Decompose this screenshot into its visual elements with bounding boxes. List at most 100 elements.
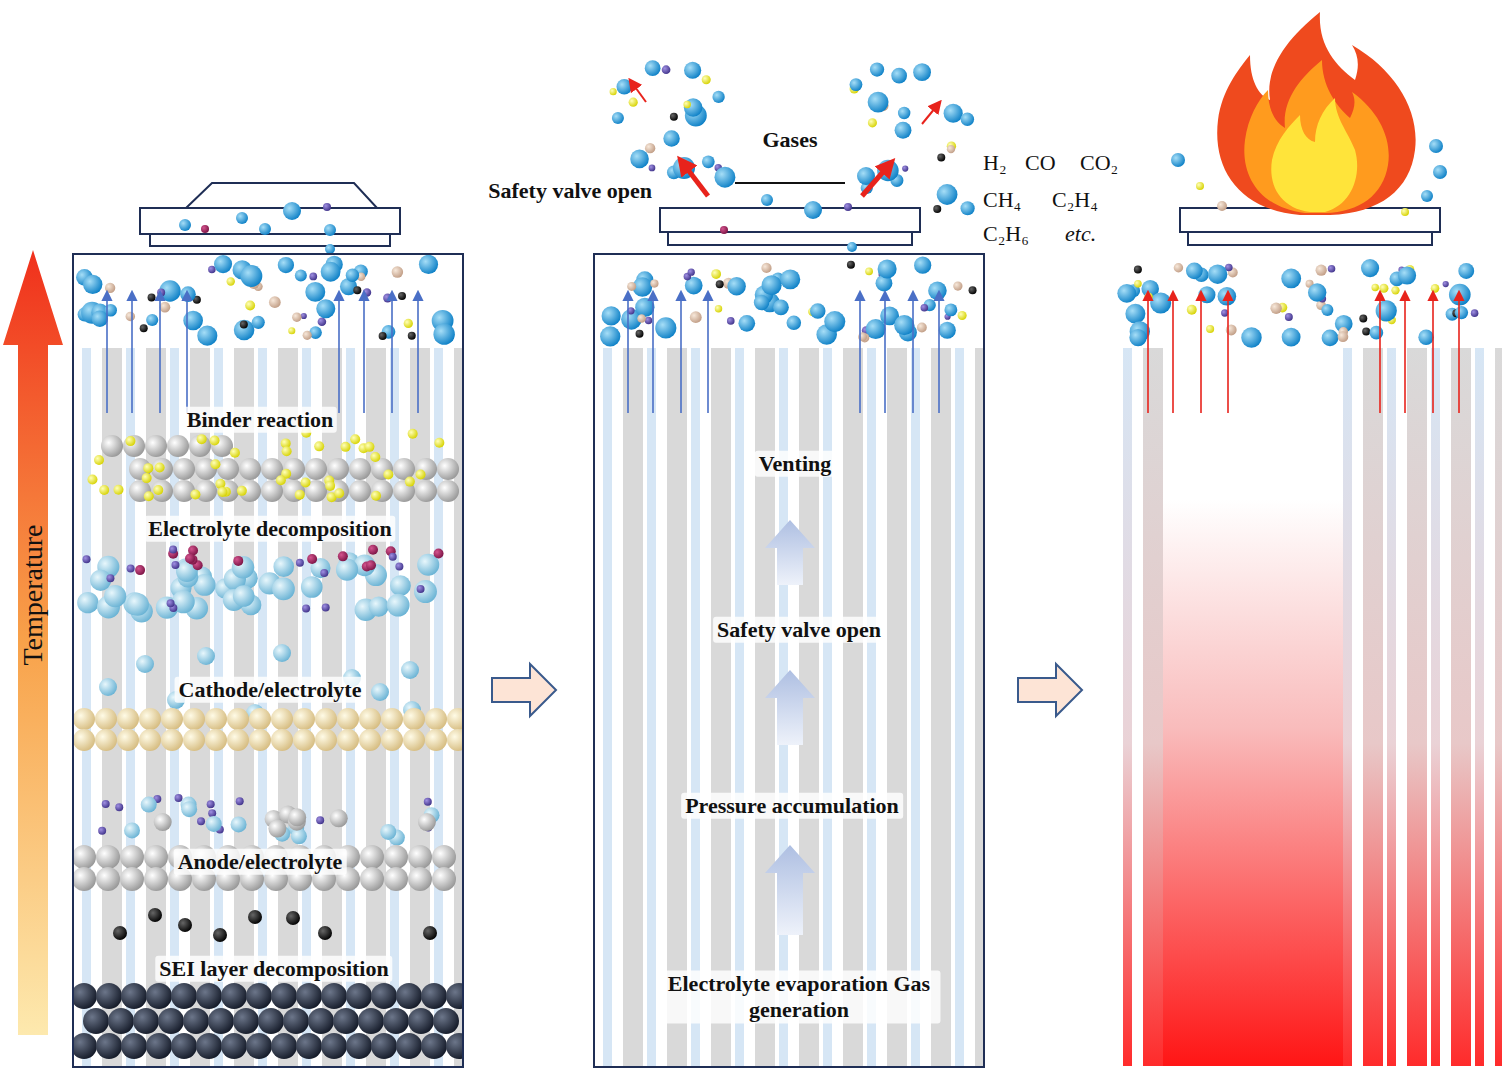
particle xyxy=(1150,292,1171,313)
particle xyxy=(379,332,387,340)
particle xyxy=(1362,328,1370,336)
particle xyxy=(146,314,158,326)
particle xyxy=(369,597,389,617)
particle xyxy=(120,867,144,891)
particle xyxy=(333,1008,359,1034)
particle xyxy=(126,312,135,321)
particle xyxy=(151,458,173,480)
particle xyxy=(1379,284,1388,293)
particle xyxy=(902,165,908,171)
particle xyxy=(233,556,243,566)
flame xyxy=(1244,60,1388,213)
particle xyxy=(127,565,135,573)
particle xyxy=(197,434,207,444)
particle xyxy=(645,60,661,76)
particle xyxy=(144,491,154,501)
step-arrow xyxy=(765,670,815,745)
particle xyxy=(417,585,425,593)
battery-cell: VentingSafety valve openPressure accumul… xyxy=(593,253,985,1068)
particle xyxy=(947,145,955,153)
stage-label: SEI layer decomposition xyxy=(155,956,392,982)
particle xyxy=(259,223,271,235)
separator-stripe xyxy=(434,348,443,1066)
particle xyxy=(283,202,301,220)
particle xyxy=(1328,265,1336,273)
stage-label: Safety valve open xyxy=(713,617,885,643)
electrode-stripe xyxy=(623,348,643,1066)
gas-formula: CO₂ xyxy=(1080,150,1118,176)
particle xyxy=(847,261,855,269)
particle xyxy=(307,554,317,564)
particle xyxy=(1433,165,1447,179)
gas-arrow xyxy=(131,292,133,413)
particle xyxy=(1322,330,1339,347)
particle xyxy=(914,257,931,274)
particle xyxy=(273,556,294,577)
particle xyxy=(239,458,261,480)
particle xyxy=(288,808,306,826)
particle xyxy=(773,299,789,315)
particle xyxy=(123,435,145,457)
cell-interior xyxy=(600,257,983,1066)
particle xyxy=(227,729,249,751)
particle xyxy=(684,62,701,79)
particle xyxy=(891,68,907,84)
particle xyxy=(121,983,147,1009)
gas-arrow xyxy=(391,292,393,413)
stage-arrow xyxy=(492,664,556,716)
particle xyxy=(151,480,173,502)
particle xyxy=(446,1033,462,1059)
particle xyxy=(824,311,845,332)
particle xyxy=(1117,284,1136,303)
particle xyxy=(183,1008,209,1034)
particle xyxy=(425,708,447,730)
particle xyxy=(245,300,255,310)
separator-stripe xyxy=(603,348,612,1066)
particle xyxy=(865,267,873,275)
particle xyxy=(371,683,389,701)
particle xyxy=(305,458,327,480)
particle xyxy=(415,458,437,480)
particle xyxy=(715,305,722,312)
cap-part xyxy=(660,208,920,232)
particle xyxy=(144,867,168,891)
particle xyxy=(96,867,120,891)
step-arrow xyxy=(765,520,815,585)
heat-arrow xyxy=(1227,292,1229,413)
particle xyxy=(196,983,222,1009)
particle xyxy=(383,470,393,480)
fire xyxy=(1171,12,1447,216)
particle xyxy=(197,326,217,346)
particle xyxy=(153,485,163,495)
particle xyxy=(895,122,912,139)
separator-stripe xyxy=(955,348,964,1066)
stage-label: Binder reaction xyxy=(183,407,337,433)
particle xyxy=(205,708,227,730)
stage-label: Pressure accumulation xyxy=(681,793,903,819)
particle xyxy=(115,803,123,811)
particle xyxy=(293,729,315,751)
particle xyxy=(702,155,715,168)
valve-dome xyxy=(185,183,378,209)
particle xyxy=(197,647,215,665)
electrode-stripe xyxy=(1143,348,1163,1066)
valve-lid xyxy=(735,182,845,184)
particle xyxy=(322,603,330,611)
particle xyxy=(602,306,621,325)
particle xyxy=(98,827,106,835)
particle xyxy=(1338,331,1349,342)
particle xyxy=(205,729,227,751)
particle xyxy=(318,926,332,940)
particle xyxy=(683,101,690,108)
particle xyxy=(913,63,931,81)
stage-label: Cathode/electrolyte xyxy=(175,677,366,703)
particle xyxy=(101,435,123,457)
particle xyxy=(1421,190,1433,202)
particle xyxy=(240,265,262,287)
particle xyxy=(96,1033,122,1059)
particle xyxy=(305,282,325,302)
stage-label: Electrolyte evaporation Gas generation xyxy=(658,971,941,1024)
particle xyxy=(126,593,149,616)
heat-arrow xyxy=(1147,292,1149,413)
particle xyxy=(141,797,157,813)
